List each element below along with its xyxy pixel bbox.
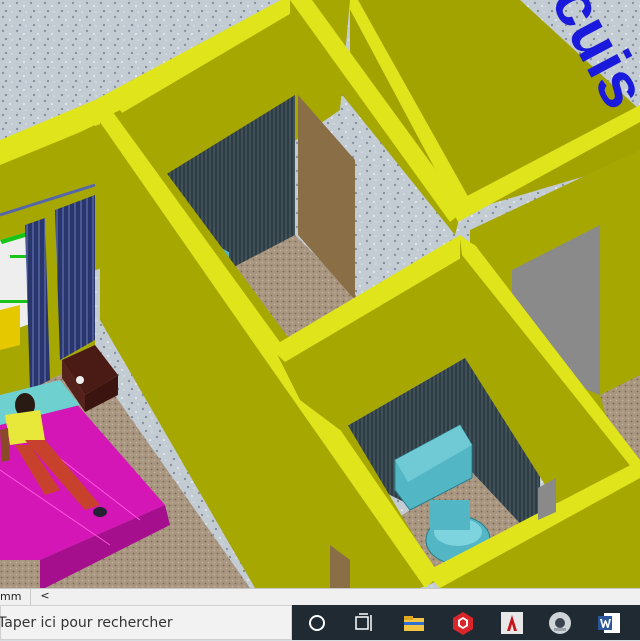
task-view-icon[interactable] (350, 609, 378, 637)
middle-partition-top (270, 235, 478, 362)
toilet-room-side-wall (470, 355, 540, 545)
drawing-viewport[interactable]: cuis (0, 0, 640, 588)
cad-status-bar: mm < (0, 588, 640, 605)
sketchup-icon[interactable] (449, 609, 477, 637)
taskbar-search-box[interactable]: Taper ici pour rechercher (0, 605, 292, 640)
curtain-rod (0, 183, 96, 217)
upper-right-wall-top (450, 105, 640, 222)
app-disc-icon[interactable] (546, 609, 574, 637)
bottom-right-wall-top (425, 460, 640, 588)
center-diagonal-wall-top (95, 108, 440, 588)
windows-taskbar: Taper ici pour rechercher (0, 605, 640, 640)
right-room-floor (600, 375, 640, 470)
back-wall-top-edge (0, 0, 305, 165)
floor-plan-3d-view[interactable]: cuis (0, 0, 640, 588)
right-vertical-wall-top (460, 238, 640, 478)
units-label: mm (0, 590, 22, 603)
curtain-right (55, 195, 95, 360)
file-explorer-icon[interactable] (400, 609, 428, 637)
scroll-left-button[interactable]: < (40, 589, 50, 602)
top-right-room-top-edge (345, 0, 470, 212)
upper-partition-top (290, 0, 465, 222)
toilet-room-door[interactable] (538, 478, 556, 520)
status-separator (30, 589, 31, 605)
autocad-icon[interactable] (498, 609, 526, 637)
middle-partition-wall (275, 245, 470, 430)
curtain-left (25, 218, 50, 390)
cortana-circle-icon[interactable] (303, 609, 331, 637)
word-icon[interactable] (595, 609, 623, 637)
bottom-door[interactable] (330, 545, 350, 588)
nightstand (62, 345, 118, 412)
person-figure (0, 393, 107, 517)
search-placeholder: Taper ici pour rechercher (0, 615, 173, 631)
upper-bathroom-door[interactable] (298, 95, 355, 300)
